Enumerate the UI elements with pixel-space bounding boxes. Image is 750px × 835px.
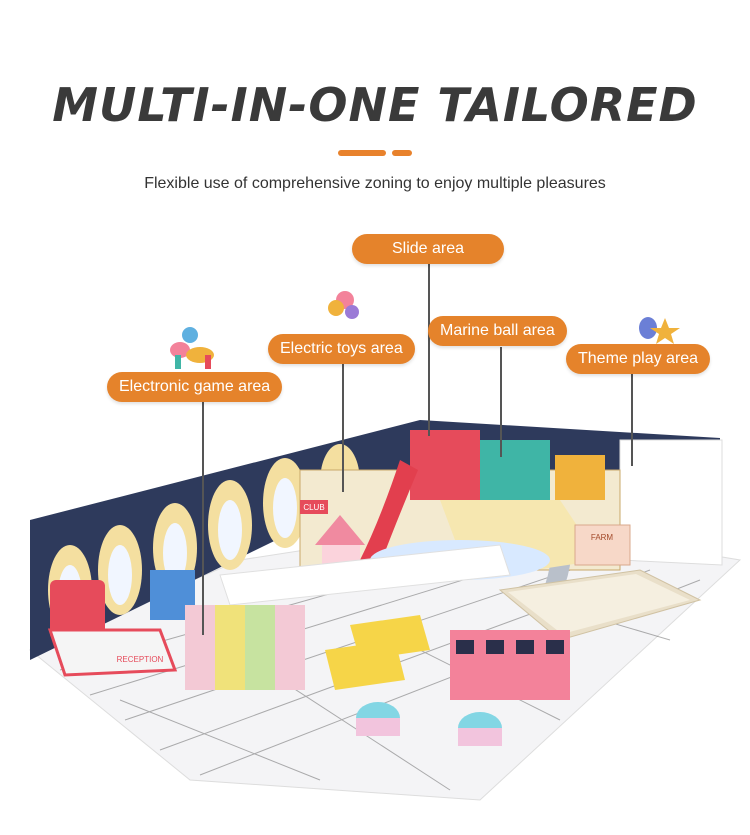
red-tower <box>410 430 480 500</box>
zone-label-electronic-game-area: Electronic game area <box>107 372 283 402</box>
claw-machine-4 <box>275 605 305 690</box>
claw-machine-1 <box>185 605 215 690</box>
white-wall-panel <box>619 439 723 566</box>
air-hockey-2 <box>325 640 405 690</box>
zone-label-theme-play-area: Theme play area <box>566 344 711 374</box>
round-seat-1-base <box>356 718 400 736</box>
balloon-dog-icon <box>170 327 214 369</box>
carousel-roof <box>315 515 365 545</box>
claw-machine-2 <box>215 605 245 690</box>
balloons-icon <box>328 291 359 319</box>
accent-bar-right <box>392 150 412 156</box>
balloon-star-icon <box>639 317 680 344</box>
fence <box>219 544 511 606</box>
farm-box <box>574 524 631 566</box>
leader-electric-toys-area <box>342 364 344 492</box>
zone-label-electric-toys-area: Electric toys area <box>268 334 415 364</box>
reception-backboard <box>50 580 105 640</box>
accent-bar-left <box>338 150 386 156</box>
arcade-screens <box>456 640 564 654</box>
zone-label-slide-area: Slide area <box>352 234 504 264</box>
round-seat-2-base <box>458 728 502 746</box>
leader-electronic-game-area <box>202 402 204 635</box>
leader-marine-ball-area <box>500 347 502 457</box>
marine-ball-pit-inner <box>508 574 690 634</box>
club-sign-box <box>300 500 328 514</box>
leader-theme-play-area <box>631 374 633 466</box>
leader-slide-area <box>428 264 430 436</box>
zone-label-marine-ball-area: Marine ball area <box>428 316 567 346</box>
club-sign: CLUB <box>303 503 324 512</box>
yellow-tower <box>555 455 605 500</box>
reception-sign: RECEPTION <box>117 655 164 664</box>
arcade-cabinets <box>450 630 570 700</box>
claw-machine-3 <box>245 605 275 690</box>
reception-desk <box>47 628 178 677</box>
page-title: MULTI-IN-ONE TAILORED <box>52 78 698 132</box>
teal-tower <box>480 440 550 500</box>
red-slide <box>360 460 418 565</box>
farm-sign: FARM <box>591 533 614 542</box>
page-subtitle: Flexible use of comprehensive zoning to … <box>144 175 606 192</box>
